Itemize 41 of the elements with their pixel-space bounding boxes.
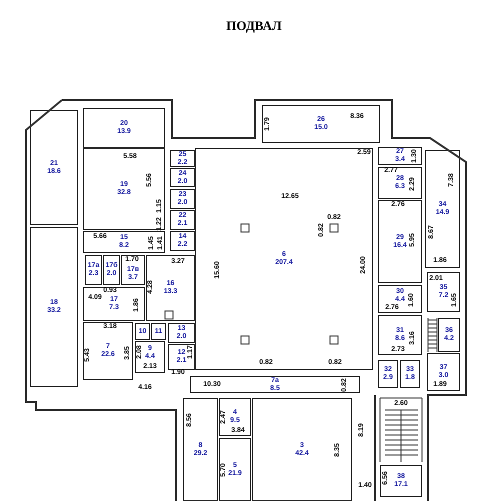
room-outline (85, 255, 102, 285)
room-outline (146, 255, 195, 321)
room-outline (425, 150, 460, 268)
room-outline (438, 318, 460, 352)
room-outline (219, 438, 251, 501)
room-outline (427, 272, 460, 312)
room-outline (400, 360, 420, 388)
room-outline (135, 323, 150, 340)
room-outline (83, 148, 165, 230)
room-outline (262, 105, 380, 143)
room-outline (168, 323, 195, 343)
room-outline (378, 147, 422, 165)
room-outline (170, 150, 195, 167)
room-outline (103, 255, 120, 285)
room-outline (252, 398, 352, 501)
room-outline (30, 110, 78, 225)
room-outline (83, 231, 165, 253)
room-outline (378, 285, 422, 313)
room-outline (83, 322, 133, 380)
room-outline (190, 376, 360, 393)
room-outline (83, 108, 165, 148)
room-outline (135, 341, 165, 373)
room-outline (380, 465, 422, 497)
room-outline (30, 227, 78, 387)
room-outline (170, 189, 195, 209)
room-outline (168, 344, 195, 370)
room-outline (151, 323, 166, 340)
room-outline (170, 231, 195, 251)
room-outline (83, 287, 145, 321)
room-outline (195, 148, 373, 370)
room-outline (170, 168, 195, 187)
room-outline (170, 210, 195, 230)
plan-title: ПОДВАЛ (225, 18, 283, 34)
room-outline (378, 315, 422, 355)
room-outline (219, 398, 251, 436)
room-outline (378, 167, 422, 199)
room-outline (427, 353, 460, 391)
room-outline (378, 200, 422, 283)
room-outline (183, 398, 218, 501)
room-outline (121, 255, 145, 285)
room-outline (378, 360, 398, 388)
